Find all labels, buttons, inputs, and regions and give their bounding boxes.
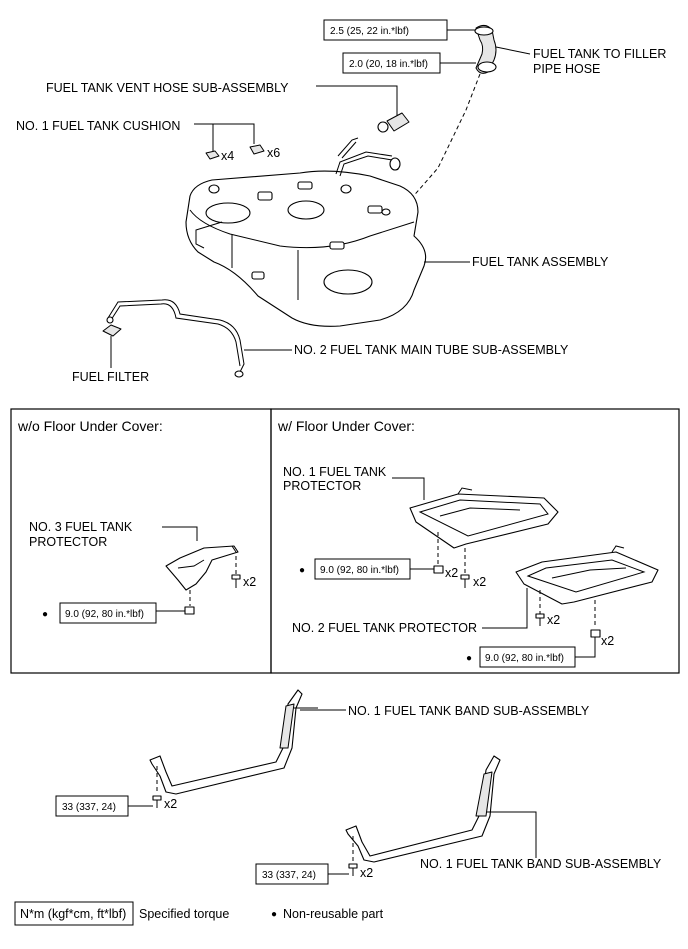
label-main-tube: NO. 2 FUEL TANK MAIN TUBE SUB-ASSEMBLY [294, 343, 569, 357]
torque-hose-lower: 2.0 (20, 18 in.*lbf) [349, 59, 428, 70]
cushion-pad [249, 144, 265, 155]
label-filler-pipe-hose-1: FUEL TANK TO FILLER [533, 47, 666, 61]
leader-line [482, 588, 528, 629]
leader-line [495, 46, 531, 55]
qty-band-lower-bolt: x2 [360, 866, 373, 880]
bolt-icon [152, 795, 162, 808]
main-tube [106, 299, 245, 378]
legend-bullet: ● [271, 909, 277, 920]
torque-box-no3 [59, 602, 157, 624]
torque-no3-nut: 9.0 (92, 80 in.*lbf) [65, 609, 144, 620]
fuel-tank-band-upper [149, 689, 318, 795]
vent-hose [377, 112, 410, 133]
panel-title-right: w/ Floor Under Cover: [277, 418, 415, 434]
fuel-tank [185, 137, 427, 327]
bolt-icon [460, 574, 470, 588]
leader-line [316, 85, 398, 116]
panel-title-left: w/o Floor Under Cover: [17, 418, 163, 434]
label-no3-protector-1: NO. 3 FUEL TANK [29, 520, 133, 534]
label-no2-protector: NO. 2 FUEL TANK PROTECTOR [292, 621, 477, 635]
nut-icon [590, 629, 601, 638]
leader-line [194, 123, 255, 144]
leader-line [575, 637, 596, 658]
label-cushion: NO. 1 FUEL TANK CUSHION [16, 119, 180, 133]
cushion-qty-a: x4 [221, 149, 234, 163]
leader-line [162, 526, 198, 541]
label-no1-protector-2: PROTECTOR [283, 479, 361, 493]
label-fuel-filter: FUEL FILTER [72, 370, 149, 384]
label-vent-hose: FUEL TANK VENT HOSE SUB-ASSEMBLY [46, 81, 289, 95]
label-no3-protector-2: PROTECTOR [29, 535, 107, 549]
qty-no1-bolt: x2 [473, 575, 486, 589]
qty-no2-bolt: x2 [547, 613, 560, 627]
label-tank-assembly: FUEL TANK ASSEMBLY [472, 255, 609, 269]
label-band-lower: NO. 1 FUEL TANK BAND SUB-ASSEMBLY [420, 857, 662, 871]
nut-icon [433, 565, 444, 574]
bolt-icon [231, 574, 241, 588]
torque-band-upper-bolt: 33 (337, 24) [62, 802, 116, 813]
filler-pipe-hose [474, 24, 497, 74]
cushion-pad [205, 150, 220, 160]
no1-protector [409, 487, 559, 549]
leader-line [392, 477, 425, 500]
legend-non-reusable: Non-reusable part [283, 907, 384, 921]
label-filler-pipe-hose-2: PIPE HOSE [533, 62, 600, 76]
legend-unit: N*m (kgf*cm, ft*lbf) [20, 907, 126, 921]
panel-with-cover [270, 408, 680, 674]
fuel-filter [102, 324, 122, 368]
label-no1-protector-1: NO. 1 FUEL TANK [283, 465, 387, 479]
bullet-no3: ● [42, 609, 48, 620]
bullet-no2: ● [466, 653, 472, 664]
cushion-qty-b: x6 [267, 146, 280, 160]
bolt-icon [348, 863, 358, 876]
fuel-tank-band-lower [345, 755, 501, 863]
bullet-no1: ● [299, 565, 305, 576]
torque-no1-nut: 9.0 (92, 80 in.*lbf) [320, 565, 399, 576]
nut-icon [184, 606, 195, 615]
no2-protector [515, 545, 659, 605]
bolt-icon [535, 613, 545, 626]
legend-unit-box [14, 901, 134, 926]
torque-hose-upper: 2.5 (25, 22 in.*lbf) [330, 26, 409, 37]
torque-no2-nut: 9.0 (92, 80 in.*lbf) [485, 653, 564, 664]
no3-protector [165, 545, 239, 591]
qty-no2-nut: x2 [601, 634, 614, 648]
qty-no1-nut: x2 [445, 566, 458, 580]
legend-specified-torque: Specified torque [139, 907, 229, 921]
qty-band-upper-bolt: x2 [164, 797, 177, 811]
qty-no3-bolt: x2 [243, 575, 256, 589]
leader-line [486, 811, 537, 858]
torque-band-lower-bolt: 33 (337, 24) [262, 870, 316, 881]
label-band-upper: NO. 1 FUEL TANK BAND SUB-ASSEMBLY [348, 704, 590, 718]
